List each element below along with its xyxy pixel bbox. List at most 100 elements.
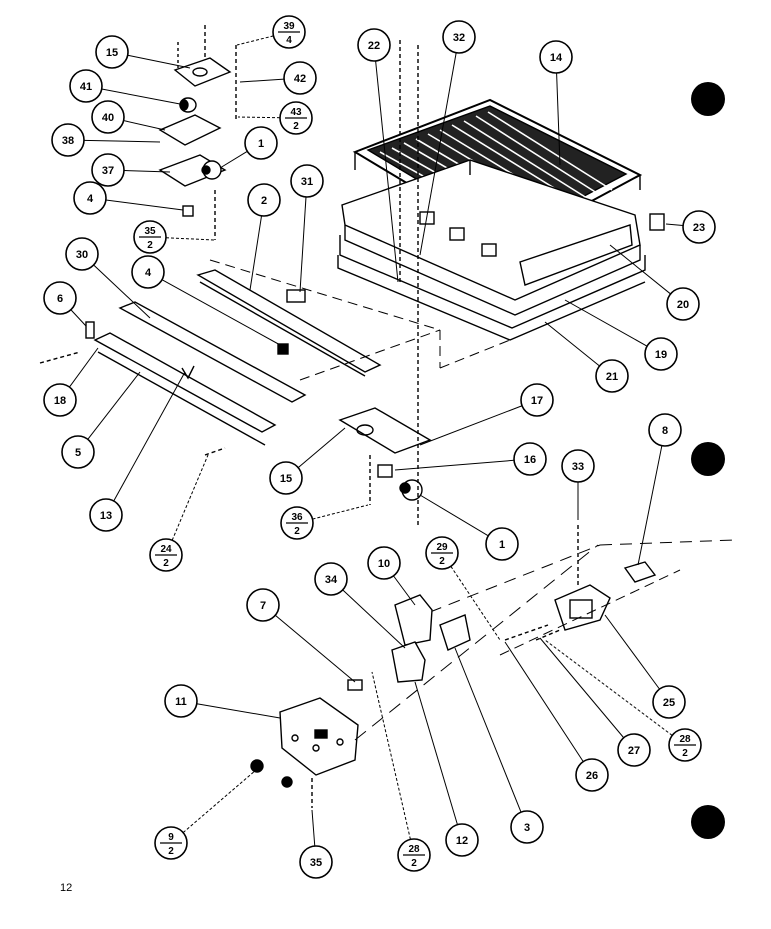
callout-label: 34 <box>325 574 338 586</box>
fraction-numerator: 29 <box>436 542 448 553</box>
callout-label: 8 <box>662 425 668 437</box>
callout-label: 3 <box>524 822 530 834</box>
part-drawings <box>39 25 736 808</box>
leader-line-12 <box>414 681 458 825</box>
callout-circle <box>283 61 317 95</box>
callout-label: 4 <box>87 193 94 205</box>
fraction-numerator: 43 <box>290 107 302 118</box>
callout-15: 15 <box>95 35 129 69</box>
front-rail-part <box>39 259 511 456</box>
control-panel-assembly <box>250 544 599 808</box>
leader-line-40 <box>123 120 166 131</box>
callout-circle <box>51 123 85 157</box>
callout-label: 25 <box>663 697 675 709</box>
callout-circle <box>290 164 324 198</box>
callout-38: 38 <box>51 123 85 157</box>
callout-circle <box>73 181 107 215</box>
callout-33: 33 <box>561 449 595 483</box>
callout-label: 6 <box>57 293 63 305</box>
leader-line-30 <box>93 264 151 319</box>
fraction-denominator: 2 <box>411 858 417 869</box>
callout-circle <box>442 20 476 54</box>
callout-16: 16 <box>513 442 547 476</box>
callout-circle <box>269 461 303 495</box>
callout-label: 7 <box>260 600 266 612</box>
callout-circle <box>520 383 554 417</box>
callout-18: 18 <box>43 383 77 417</box>
crisper-frame-part <box>337 159 665 341</box>
callout-8: 8 <box>648 413 682 447</box>
fraction-denominator: 4 <box>286 35 292 46</box>
callout-11: 11 <box>164 684 198 718</box>
leader-line-25 <box>604 614 660 690</box>
callout-22: 22 <box>357 28 391 62</box>
callout-circle <box>510 810 544 844</box>
callout-label: 1 <box>258 138 264 150</box>
callout-circle <box>247 183 281 217</box>
leader-line-7 <box>274 614 356 683</box>
page-number: 12 <box>60 882 73 894</box>
fraction-denominator: 2 <box>168 846 174 857</box>
callout-19: 19 <box>644 337 678 371</box>
callout-32: 32 <box>442 20 476 54</box>
callout-circle <box>91 100 125 134</box>
callout-label: 22 <box>368 40 380 52</box>
leader-line-5 <box>87 371 141 440</box>
leader-line-16 <box>394 459 515 471</box>
leader-line-23 <box>665 223 684 227</box>
leader-line-36 <box>312 504 369 520</box>
callout-6: 6 <box>43 281 77 315</box>
callout-23: 23 <box>682 210 716 244</box>
callout-circle <box>666 287 700 321</box>
callout-label: 20 <box>677 299 689 311</box>
fraction-denominator: 2 <box>163 558 169 569</box>
lower-light-assembly <box>338 40 432 525</box>
leader-line-28 <box>371 671 411 840</box>
callout-2: 2 <box>247 183 281 217</box>
callout-label: 17 <box>531 395 543 407</box>
fraction-callout-36: 362 <box>280 506 314 540</box>
leader-line-4 <box>105 199 184 211</box>
callout-label: 18 <box>54 395 66 407</box>
fraction-callout-35: 352 <box>133 220 167 254</box>
leader-line-2 <box>249 215 263 291</box>
leader-line-19 <box>564 299 648 347</box>
callout-circle <box>91 153 125 187</box>
callout-label: 5 <box>75 447 81 459</box>
leader-line-10 <box>393 575 416 606</box>
callout-label: 23 <box>693 222 705 234</box>
leader-line-15 <box>127 54 191 69</box>
callout-label: 27 <box>628 745 640 757</box>
callout-circle <box>617 733 651 767</box>
leader-line-11 <box>196 703 281 719</box>
fraction-numerator: 24 <box>160 544 172 555</box>
callout-circle <box>95 35 129 69</box>
callout-circle <box>357 28 391 62</box>
callout-3: 3 <box>510 810 544 844</box>
callout-label: 32 <box>453 32 465 44</box>
callout-label: 4 <box>145 267 152 279</box>
callout-label: 10 <box>378 558 390 570</box>
callout-circle <box>246 588 280 622</box>
fraction-numerator: 9 <box>168 832 174 843</box>
leader-line-43 <box>237 116 281 119</box>
binder-hole-middle <box>691 442 725 476</box>
callout-circle <box>561 449 595 483</box>
leader-line-26 <box>504 641 584 762</box>
binder-hole-bottom <box>691 805 725 839</box>
callout-20: 20 <box>666 287 700 321</box>
leader-line-1 <box>219 150 248 169</box>
leader-line-14 <box>556 72 561 166</box>
callout-34: 34 <box>314 562 348 596</box>
callout-label: 41 <box>80 81 92 93</box>
leader-line-39 <box>236 35 274 46</box>
leader-line-28 <box>544 639 673 736</box>
callout-circle <box>43 281 77 315</box>
leader-line-42 <box>239 78 285 83</box>
callout-25: 25 <box>652 685 686 719</box>
callout-circle <box>539 40 573 74</box>
leader-line-20 <box>609 244 671 295</box>
callout-1: 1 <box>244 126 278 160</box>
callout-14: 14 <box>539 40 573 74</box>
